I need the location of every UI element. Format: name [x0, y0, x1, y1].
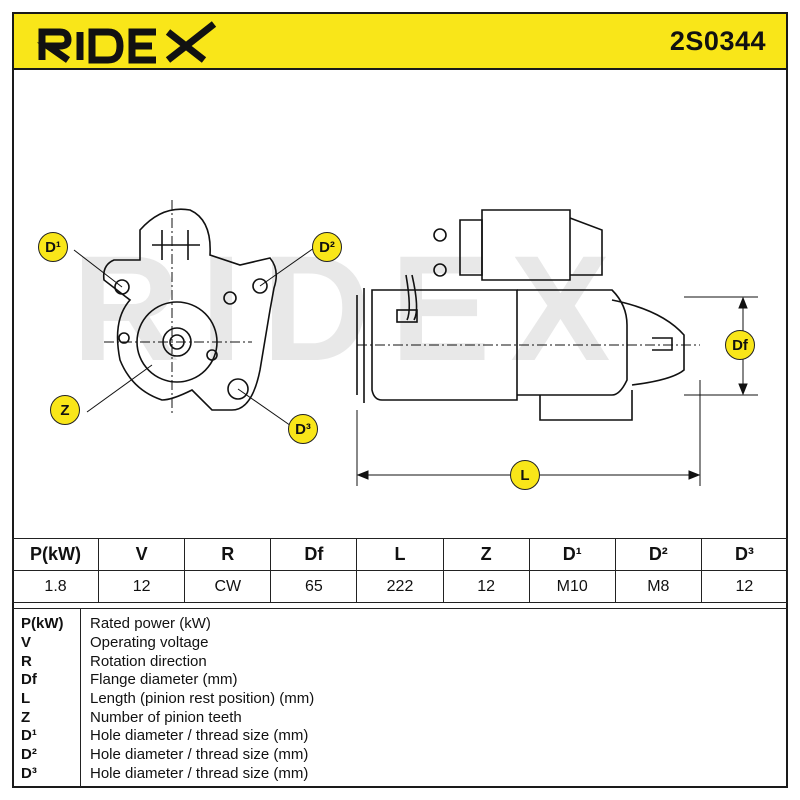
spec-header: L: [356, 538, 444, 571]
legend-desc: Rated power (kW): [90, 615, 211, 632]
part-number: 2S0344: [669, 26, 766, 56]
spec-value: CW: [184, 570, 272, 603]
spec-header-row: P(kW) V R Df L Z D¹ D² D³: [11, 538, 789, 571]
legend-code: Df: [21, 671, 37, 688]
legend-code: D³: [21, 765, 37, 782]
spec-header: Z: [442, 538, 530, 571]
d1-badge: D¹: [38, 232, 68, 262]
legend-row: R Rotation direction: [12, 653, 788, 672]
legend-row: D¹ Hole diameter / thread size (mm): [12, 727, 788, 746]
spec-header: D²: [614, 538, 702, 571]
spec-value: 12: [98, 570, 186, 603]
l-badge: L: [510, 460, 540, 490]
spec-header: V: [98, 538, 186, 571]
spec-value: 65: [270, 570, 358, 603]
spec-value: 1.8: [11, 570, 100, 603]
spec-header: Df: [270, 538, 358, 571]
df-badge: Df: [725, 330, 755, 360]
legend-desc: Flange diameter (mm): [90, 671, 238, 688]
legend-divider: [80, 609, 81, 787]
spec-value: M10: [528, 570, 616, 603]
legend-row: L Length (pinion rest position) (mm): [12, 690, 788, 709]
d3-badge: D³: [288, 414, 318, 444]
legend-row: V Operating voltage: [12, 634, 788, 653]
legend: P(kW) Rated power (kW) V Operating volta…: [12, 608, 788, 789]
spec-header: D³: [700, 538, 789, 571]
front-centerlines: [104, 200, 252, 415]
spec-header: D¹: [528, 538, 616, 571]
front-leaders: [73, 247, 315, 429]
side-view: [356, 209, 685, 421]
header-bar: 2S0344: [12, 12, 788, 70]
df-dimension: [684, 296, 758, 396]
legend-code: Z: [21, 709, 31, 726]
legend-desc: Hole diameter / thread size (mm): [90, 727, 309, 744]
spec-value: 222: [356, 570, 444, 603]
spec-value: M8: [614, 570, 702, 603]
legend-code: D¹: [21, 727, 37, 744]
spec-value: 12: [442, 570, 530, 603]
legend-desc: Hole diameter / thread size (mm): [90, 746, 309, 763]
d2-badge: D²: [312, 232, 342, 262]
legend-row: Z Number of pinion teeth: [12, 709, 788, 728]
legend-desc: Length (pinion rest position) (mm): [90, 690, 315, 707]
legend-code: V: [21, 634, 32, 651]
legend-code: P(kW): [21, 615, 64, 632]
legend-code: D²: [21, 746, 37, 763]
technical-drawing: RIDEX: [72, 200, 758, 486]
legend-code: L: [21, 690, 31, 707]
legend-code: R: [21, 653, 32, 670]
spec-header: R: [184, 538, 272, 571]
legend-desc: Hole diameter / thread size (mm): [90, 765, 309, 782]
legend-desc: Operating voltage: [90, 634, 209, 651]
z-badge: Z: [50, 395, 80, 425]
legend-row: D³ Hole diameter / thread size (mm): [12, 765, 788, 784]
spec-value: 12: [700, 570, 789, 603]
legend-desc: Rotation direction: [90, 653, 207, 670]
legend-row: D² Hole diameter / thread size (mm): [12, 746, 788, 765]
spec-value-row: 1.8 12 CW 65 222 12 M10 M8 12: [11, 570, 789, 603]
spec-table: P(kW) V R Df L Z D¹ D² D³ 1.8 12 CW 65 2…: [11, 538, 789, 603]
legend-row: Df Flange diameter (mm): [12, 671, 788, 690]
spec-header: P(kW): [11, 538, 100, 571]
ridex-logo: [36, 21, 217, 64]
legend-desc: Number of pinion teeth: [90, 709, 242, 726]
legend-row: P(kW) Rated power (kW): [12, 615, 788, 634]
